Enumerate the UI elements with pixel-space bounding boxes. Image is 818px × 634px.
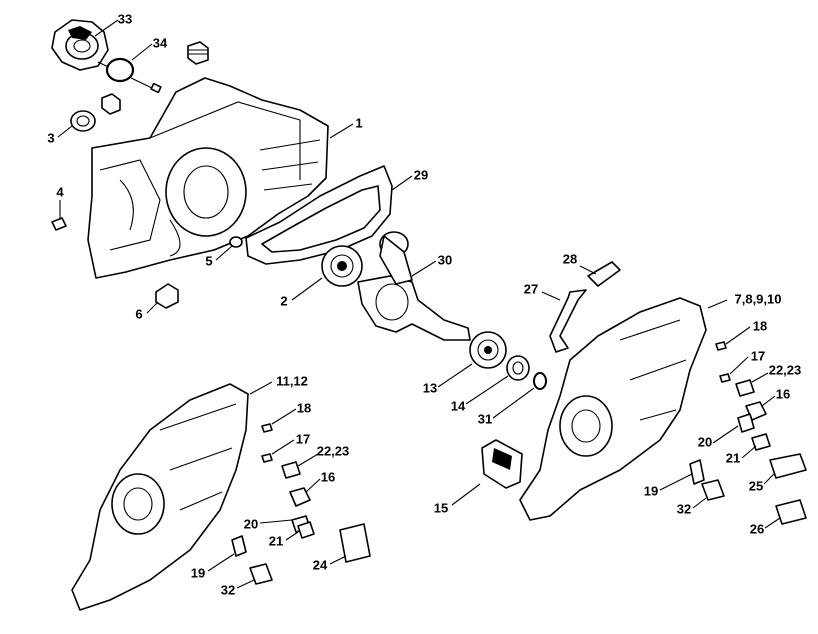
- sleeve-part: [229, 236, 243, 248]
- callout-label: 33: [118, 11, 132, 26]
- crankshaft-part: [357, 231, 471, 341]
- circlip-part: [533, 372, 547, 390]
- callout-label: 20: [698, 434, 712, 449]
- callout-label: 20: [244, 516, 258, 531]
- callout-label: 32: [221, 582, 235, 597]
- callout-label: 13: [423, 380, 437, 395]
- crankcase-half-part-right: [519, 297, 707, 521]
- callout-label: 22,23: [769, 362, 802, 377]
- callout-label: 32: [677, 501, 691, 516]
- callout-label: 11,12: [276, 373, 308, 388]
- callout-label: 24: [313, 557, 328, 572]
- callout-label: 31: [478, 411, 492, 426]
- callout-label: 27: [524, 281, 538, 296]
- gasket-part: [245, 165, 393, 265]
- cap-part: [155, 283, 179, 309]
- oil-pump-part: [51, 19, 162, 94]
- callout-label: 19: [644, 483, 658, 498]
- callout-label: 6: [135, 306, 142, 321]
- screw-part-32-left: [249, 563, 273, 585]
- stud-part-19-right: [689, 459, 705, 485]
- crankcase-half-part-left: [71, 383, 249, 611]
- callout-label: 28: [563, 251, 577, 266]
- spring-part-right: [735, 379, 755, 397]
- callout-label: 18: [297, 400, 311, 415]
- plug-part-left: [101, 93, 121, 115]
- leader-lines: [57, 19, 781, 589]
- spring-part-left: [281, 461, 301, 479]
- callout-label: 18: [753, 318, 767, 333]
- callout-label: 2: [280, 293, 287, 308]
- ball-bearing-part-right: [469, 331, 507, 369]
- callout-label: 22,23: [317, 443, 350, 458]
- spring-part-21-right: [751, 433, 771, 451]
- o-ring-part: [105, 57, 135, 83]
- plug-part-top: [187, 41, 209, 65]
- callout-label: 3: [47, 130, 54, 145]
- washer-part: [506, 355, 530, 381]
- crankcase-part: [87, 77, 329, 279]
- pin-part-18-right: [715, 341, 727, 351]
- callout-label: 14: [451, 398, 466, 413]
- plug-part-16-left: [289, 487, 311, 507]
- stud-part-25: [769, 453, 807, 479]
- callout-label: 5: [205, 253, 212, 268]
- callout-label: 19: [191, 565, 205, 580]
- callout-label: 26: [750, 521, 764, 536]
- spring-part-20-right: [737, 413, 755, 433]
- callout-label: 30: [438, 252, 452, 267]
- stud-part-19-left: [231, 535, 247, 557]
- ball-bearing-part: [321, 245, 363, 287]
- callout-label: 7,8,9,10: [735, 291, 782, 306]
- bracket-part: [481, 439, 523, 489]
- oil-hose-part: [549, 289, 587, 353]
- callout-label: 29: [414, 167, 428, 182]
- callout-label: 15: [434, 500, 448, 515]
- pin-part-18-left: [261, 423, 273, 433]
- callout-label: 4: [56, 184, 64, 199]
- callout-label: 17: [296, 431, 310, 446]
- pin-part-17-left: [261, 453, 273, 463]
- callout-label: 25: [749, 478, 763, 493]
- pickup-part: [587, 261, 621, 287]
- callout-label: 1: [355, 115, 362, 130]
- callout-label: 21: [726, 450, 740, 465]
- callout-label: 17: [751, 348, 765, 363]
- stud-part-24: [339, 523, 371, 563]
- callout-label: 34: [153, 35, 168, 50]
- callout-label: 16: [321, 469, 335, 484]
- screw-part-32-right: [701, 479, 725, 501]
- spring-part-21-left: [297, 521, 315, 539]
- screw-part: [51, 217, 67, 231]
- stud-part-26: [775, 499, 807, 525]
- callout-label: 16: [776, 386, 790, 401]
- pin-part-17-right: [719, 373, 731, 383]
- callout-label: 21: [269, 533, 283, 548]
- oil-seal-part: [70, 110, 96, 132]
